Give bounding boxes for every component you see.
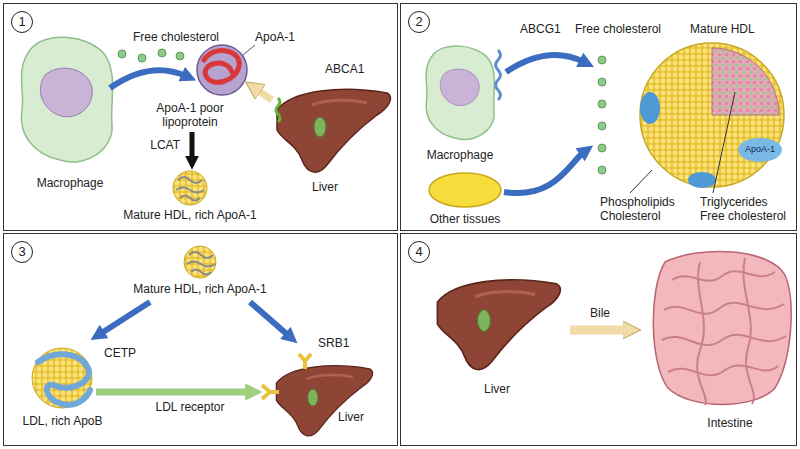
part-label: Other tissues — [420, 212, 510, 226]
liver — [276, 366, 372, 436]
part-label: Liver — [300, 180, 350, 194]
panel-2-art — [426, 43, 784, 207]
diagram-panel: 4 — [400, 233, 797, 446]
callout-number: 4 — [408, 241, 430, 263]
efflux-arrow — [506, 55, 584, 72]
leader-line — [713, 92, 735, 193]
part-label: Free cholesterol — [575, 22, 675, 36]
abcg1-transporter — [496, 50, 501, 100]
intestine — [653, 251, 791, 404]
part-label: Phospholipids Cholesterol — [600, 195, 690, 223]
cholesterol-dot — [598, 56, 606, 64]
part-label: ApoA-1 — [740, 144, 780, 155]
macrophage-body — [426, 46, 494, 139]
part-label: LCAT — [140, 138, 180, 152]
part-label: Intestine — [685, 416, 775, 430]
other-tissues — [429, 173, 501, 207]
panel-4-art — [437, 251, 791, 405]
part-label: Macrophage — [25, 176, 115, 190]
srb1-receptor — [299, 354, 311, 369]
apoa1-strands — [187, 252, 215, 275]
part-label: Liver — [338, 410, 378, 424]
apoa1-strands — [176, 177, 204, 201]
leader-line — [630, 170, 652, 193]
part-label: Mature HDL — [690, 22, 780, 36]
panel-3-art — [32, 246, 373, 436]
part-label: SRB1 — [318, 336, 358, 350]
cholesterol-dot — [598, 100, 606, 108]
macrophage — [426, 46, 494, 139]
part-label: LDL receptor — [135, 400, 245, 414]
cholesterol-dot — [598, 78, 606, 86]
apoa1-arrow — [256, 89, 272, 100]
part-label: ApoA-1 — [255, 30, 305, 44]
part-label: ApoA-1 poor lipoprotein — [150, 101, 230, 129]
liver — [277, 89, 390, 172]
part-label: Liver — [472, 382, 522, 396]
part-label: Free cholesterol — [133, 30, 233, 44]
apob-ribbon — [38, 354, 90, 405]
apoa1-ribbon — [204, 51, 239, 83]
intestine-folds — [662, 258, 786, 405]
hdl-core-cutaway — [712, 48, 779, 115]
liver — [437, 280, 560, 370]
part-label: LDL, rich ApoB — [15, 414, 110, 428]
efflux-arrow — [504, 152, 584, 193]
callout-number: 3 — [11, 241, 33, 263]
hdl-particle — [184, 246, 216, 278]
cholesterol-dot — [138, 54, 146, 62]
part-label: CETP — [104, 346, 144, 360]
cholesterol-dot — [118, 50, 126, 58]
part-label: Triglycerides Free cholesterol — [700, 195, 794, 223]
cholesterol-dot — [598, 122, 606, 130]
cholesterol-dot — [598, 144, 606, 152]
callout-number: 2 — [408, 11, 430, 33]
part-label: ABCA1 — [325, 62, 375, 76]
part-label: Mature HDL, rich ApoA-1 — [105, 208, 275, 222]
ldl-receptor — [262, 385, 279, 399]
bile-arrow — [570, 326, 628, 335]
part-label: ABCG1 — [520, 22, 570, 36]
apoa1-patch — [640, 92, 660, 124]
callout-number: 1 — [11, 11, 33, 33]
apoa1-patch — [738, 138, 782, 162]
hdl-particle — [173, 171, 207, 205]
cetp-arrow — [100, 302, 150, 334]
ldl-uptake-arrow — [96, 389, 250, 396]
leader-line — [243, 45, 255, 55]
part-label: Mature HDL, rich ApoA-1 — [115, 282, 285, 296]
part-label: Macrophage — [415, 148, 505, 162]
cholesterol-dot — [598, 166, 606, 174]
cholesterol-dot — [176, 52, 184, 60]
nucleus — [440, 69, 479, 106]
abca1-transporter — [276, 98, 280, 122]
part-label: Bile — [580, 306, 620, 320]
efflux-arrow — [110, 70, 186, 88]
ldl-particle — [32, 348, 92, 408]
hdl-sphere — [640, 43, 784, 187]
lcat-arrow — [190, 132, 195, 160]
apoa1-patch — [688, 172, 716, 188]
cholesterol-dot — [158, 49, 166, 57]
lipoprotein — [197, 45, 247, 95]
panel-1-art — [21, 37, 390, 205]
nucleus — [40, 68, 92, 117]
srb1-arrow — [250, 302, 289, 336]
macrophage — [21, 37, 112, 162]
